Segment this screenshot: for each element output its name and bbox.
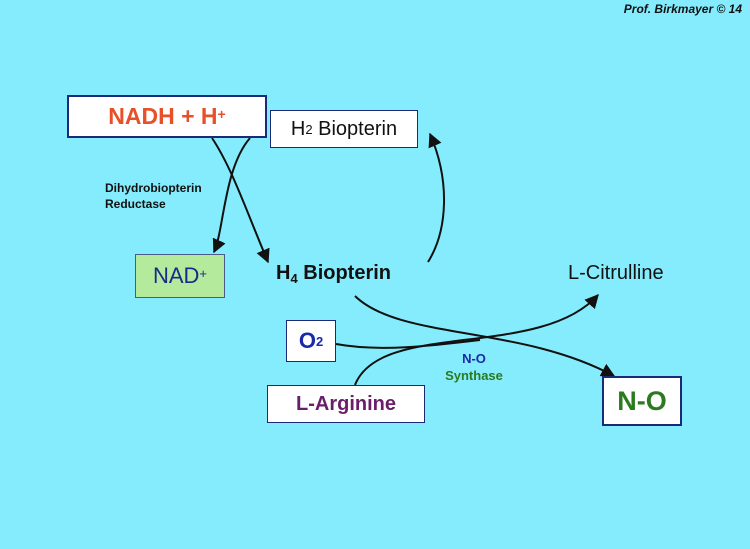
l-arginine-label: L-Arginine	[296, 392, 396, 415]
arrow-h4-to-h2	[427, 132, 445, 263]
h4-prefix: H	[276, 262, 291, 284]
arrow-nadh-to-h4	[211, 137, 270, 264]
reductase-line-2: Reductase	[105, 197, 166, 211]
nadh-label: NADH + H	[108, 103, 218, 129]
h2-name: Biopterin	[312, 117, 398, 140]
synthase-line-1: N-O	[462, 351, 486, 366]
l-arginine-box: L-Arginine	[267, 385, 425, 423]
synthase-label: N-O Synthase	[428, 350, 520, 384]
nad-box: NAD+	[135, 254, 225, 298]
no-label: N-O	[617, 385, 667, 416]
nad-label: NAD	[152, 263, 200, 288]
h2-subscript: 2	[305, 121, 313, 137]
h4-biopterin-label: H4 Biopterin	[276, 262, 391, 286]
l-citrulline-label: L-Citrulline	[568, 262, 664, 284]
no-box: N-O	[602, 376, 682, 426]
line-o2	[335, 339, 481, 349]
arrow-nadh-to-nad	[212, 137, 251, 254]
arrow-arginine-to-citrulline	[354, 293, 599, 386]
reductase-label: Dihydrobiopterin Reductase	[105, 180, 202, 212]
credit-label: Prof. Birkmayer © 14	[623, 2, 742, 16]
h4-subscript: 4	[290, 271, 298, 286]
h4-name: Biopterin	[297, 262, 392, 284]
o2-label: O	[298, 328, 316, 353]
reductase-line-1: Dihydrobiopterin	[105, 181, 202, 195]
nad-charge: +	[199, 265, 208, 281]
nadh-box: NADH + H+	[67, 95, 267, 138]
nadh-charge: +	[217, 105, 226, 122]
h2-prefix: H	[290, 117, 306, 140]
synthase-line-2: Synthase	[445, 368, 503, 383]
arrow-h4-to-no	[354, 295, 616, 377]
o2-subscript: 2	[315, 333, 324, 349]
